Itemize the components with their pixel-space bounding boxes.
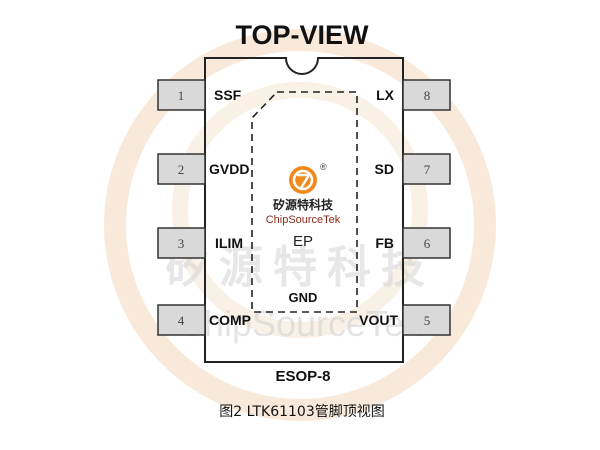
- pin-5-label: VOUT: [359, 312, 398, 328]
- pin-8-label: LX: [376, 87, 395, 103]
- pin-4-lead: [157, 304, 206, 336]
- diagram-title: TOP-VIEW: [235, 20, 369, 50]
- exposed-pad-outline: [251, 91, 358, 313]
- watermark-cn: 矽源特科技: [165, 242, 435, 293]
- pin-7-lead: [402, 153, 451, 185]
- exposed-pad-net: GND: [289, 290, 318, 305]
- watermark: 矽源特科技 ChipSourceTek: [104, 29, 496, 421]
- pin-2-number: 2: [178, 162, 185, 177]
- pin-7-number: 7: [424, 162, 431, 177]
- watermark-ring-inner: [172, 82, 428, 338]
- pin-3-number: 3: [178, 236, 185, 251]
- pin-1-label: SSF: [214, 87, 242, 103]
- pin-5-lead: [402, 304, 451, 336]
- pin-1-lead: [157, 79, 206, 111]
- logo-mark-glyph-icon: [296, 173, 312, 190]
- logo-en-text: ChipSourceTek: [266, 214, 341, 226]
- package-name: ESOP-8: [275, 368, 330, 385]
- watermark-en: ChipSourceTek: [178, 303, 423, 344]
- registered-mark: ®: [320, 162, 327, 172]
- logo-cn-text: 矽源特科技: [273, 197, 334, 212]
- pin-4-number: 4: [178, 313, 185, 328]
- pin-2-lead: [157, 153, 206, 185]
- pin-3-label: ILIM: [215, 235, 243, 251]
- pin-3-lead: [157, 227, 206, 259]
- pin-6-number: 6: [424, 236, 431, 251]
- right-pins: 8 7 6 5 LX SD FB VOUT: [359, 79, 451, 336]
- pin-6-label: FB: [375, 235, 394, 251]
- left-pins: 1 2 3 4 SSF GVDD ILIM COMP: [157, 79, 251, 336]
- pin-4-label: COMP: [209, 312, 251, 328]
- pin-8-number: 8: [424, 88, 431, 103]
- pin-5-number: 5: [424, 313, 431, 328]
- watermark-ring-outer: [104, 29, 496, 421]
- pin-2-label: GVDD: [209, 161, 249, 177]
- pin-7-label: SD: [375, 161, 394, 177]
- exposed-pad-label: EP: [293, 233, 313, 250]
- figure-caption: 图2 LTK61103管脚顶视图: [219, 404, 385, 420]
- pin-6-lead: [402, 227, 451, 259]
- pin-8-lead: [402, 79, 451, 111]
- pin-1-number: 1: [178, 88, 185, 103]
- logo-mark-inner-icon: [292, 169, 314, 191]
- package-body: [204, 57, 404, 363]
- brand-logo: ® 矽源特科技 ChipSourceTek: [266, 162, 341, 226]
